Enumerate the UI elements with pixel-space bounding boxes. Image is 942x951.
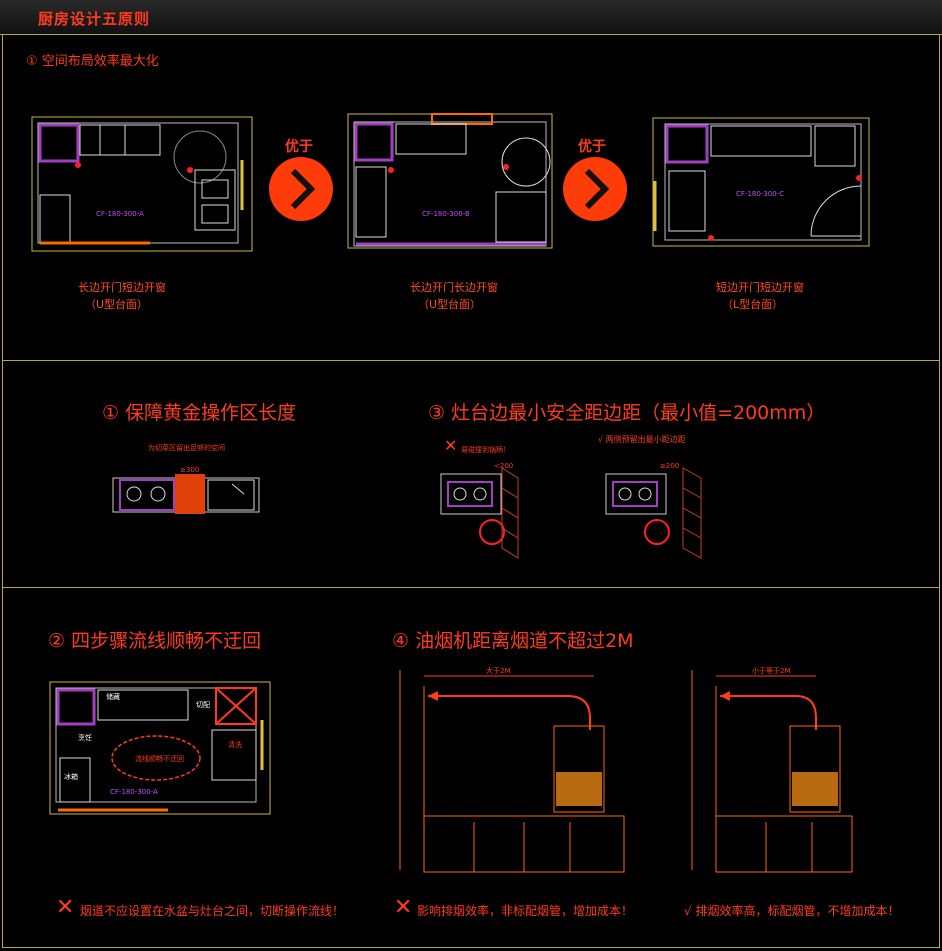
plan-c-code: CF-180-300-C <box>736 190 785 198</box>
prefer-label-1: 优于 <box>285 139 313 155</box>
dim-right: ≥200 <box>660 462 680 470</box>
plan-b-code: CF-180-300-B <box>422 210 470 218</box>
section2-left-title: ① 保障黄金操作区长度 <box>102 402 297 424</box>
label-fridge: 冰箱 <box>64 773 78 781</box>
wrong-note: 易碰撞到锅柄！ <box>461 446 510 454</box>
flow-plan-code: CF-180-300-A <box>110 788 158 796</box>
page-title: 厨房设计五原则 <box>38 10 151 28</box>
divider-2 <box>2 587 940 588</box>
floor-plan-c <box>652 117 870 247</box>
bottom-mid-note: 影响排烟效率，非标配烟管，增加成本！ <box>417 904 634 918</box>
section1-title: ① 空间布局效率最大化 <box>26 54 159 69</box>
section3-right-title: ④ 油烟机距离烟道不超过2M <box>392 630 634 652</box>
outer-frame <box>2 34 940 948</box>
divider-1 <box>2 360 940 361</box>
plan-b-caption-line2: （U型台面） <box>418 298 482 311</box>
arrow-right-icon <box>269 157 333 221</box>
right-note: √ 两侧预留出最小距边距 <box>598 435 686 444</box>
plan-a-caption-line1: 长边开门短边开窗 <box>78 281 166 294</box>
section2-right-title: ③ 灶台边最小安全距边距（最小值=200mm） <box>428 402 826 424</box>
floor-plan-a <box>31 116 253 252</box>
label-store: 储藏 <box>106 693 120 701</box>
chevron-right-icon <box>290 168 316 210</box>
work-zone-dim: ≥300 <box>180 466 200 474</box>
section3-left-title: ② 四步骤流线顺畅不迂回 <box>48 630 262 652</box>
work-zone-note: 为切菜区留出足够的空间 <box>148 444 225 452</box>
plan-b-caption-line1: 长边开门长边开窗 <box>410 281 498 294</box>
flow-floor-plan <box>49 681 271 815</box>
wrong-x-icon: ✕ <box>444 436 458 455</box>
hood-elevation-right <box>691 670 853 873</box>
chevron-right-icon-2 <box>584 168 610 210</box>
flow-text: 流线顺畅不迂回 <box>135 755 184 763</box>
label-cut: 切配 <box>196 701 210 709</box>
plan-a-caption-line2: （U型台面） <box>85 298 149 311</box>
label-wash: 清洗 <box>228 741 242 749</box>
floor-plan-b <box>347 113 553 249</box>
arrow-right-icon-2 <box>563 157 627 221</box>
hood-dim-left: 大于2M <box>486 667 511 675</box>
prefer-label-2: 优于 <box>578 139 606 155</box>
counter-work-zone <box>112 474 260 514</box>
plan-c-caption-line1: 短边开门短边开窗 <box>716 281 804 294</box>
stove-gap-wrong <box>440 467 519 559</box>
wrong-x-icon-flow: ✕ <box>56 895 75 920</box>
bottom-right-note: √ 排烟效率高，标配烟管，不增加成本！ <box>684 904 900 918</box>
label-cook: 烹饪 <box>78 734 92 742</box>
plan-c-caption-line2: （L型台面） <box>722 298 784 311</box>
wrong-x-icon-hood: ✕ <box>394 895 413 920</box>
plan-a-code: CF-180-300-A <box>96 210 144 218</box>
stove-gap-right <box>605 467 702 559</box>
bottom-left-note: 烟道不应设置在水盆与灶台之间，切断操作流线！ <box>80 904 345 918</box>
dim-wrong: <200 <box>494 462 514 470</box>
hood-elevation-wrong <box>399 670 625 873</box>
hood-dim-right: 小于等于2M <box>752 667 791 675</box>
